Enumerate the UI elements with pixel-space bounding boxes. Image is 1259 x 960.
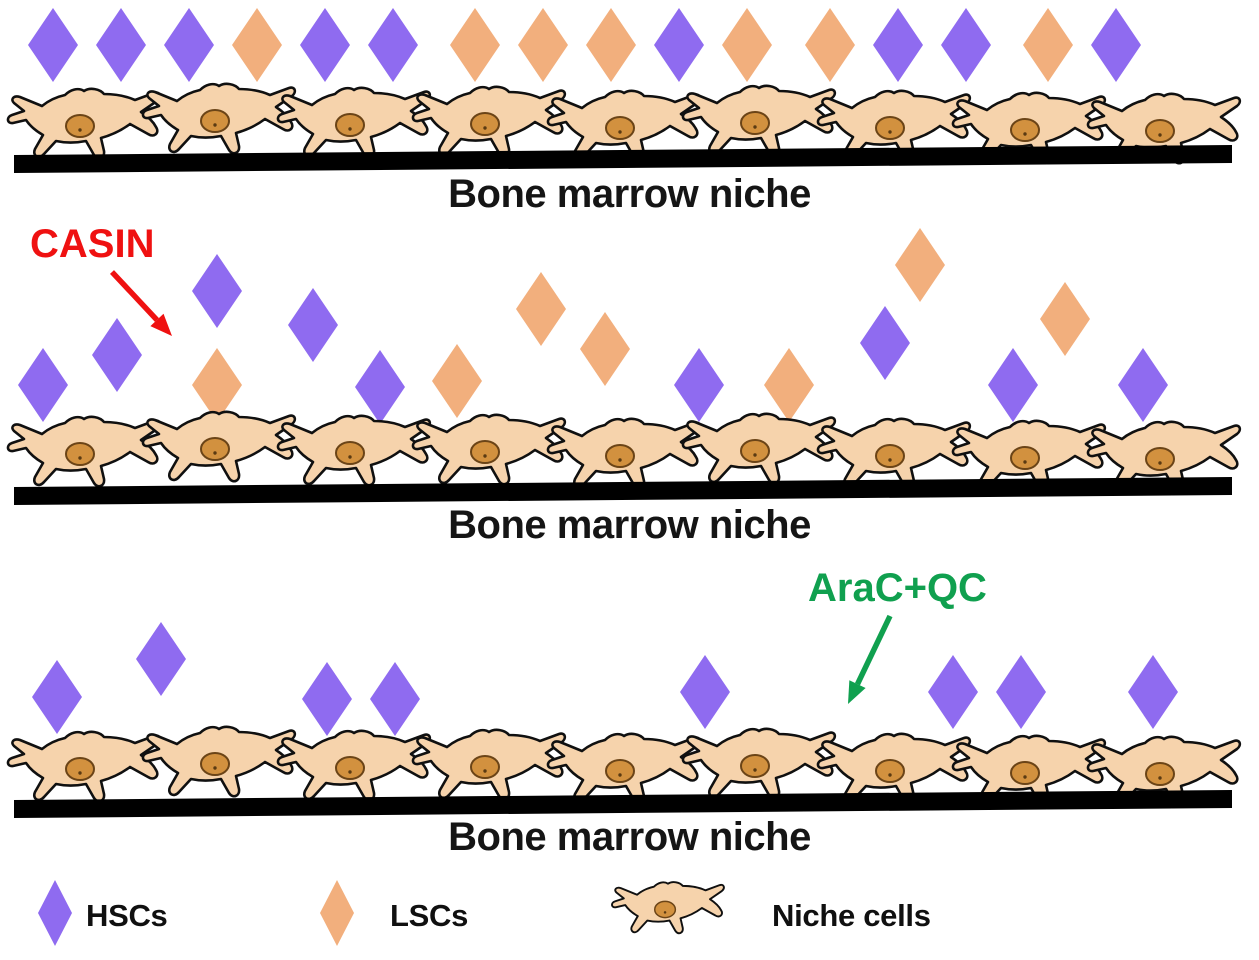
niche-cell	[411, 726, 567, 804]
hsc-diamond	[192, 254, 242, 328]
hsc-diamond	[300, 8, 350, 82]
hsc-diamond	[96, 8, 146, 82]
lsc-diamond	[895, 228, 945, 302]
niche-cell	[411, 411, 567, 489]
niche-cell	[276, 727, 432, 805]
hsc-diamond	[28, 8, 78, 82]
niche-cell	[546, 730, 702, 808]
lsc-diamond	[805, 8, 855, 82]
niche-cell	[411, 83, 567, 161]
hsc-diamond	[164, 8, 214, 82]
niche-cell	[6, 728, 162, 806]
hsc-diamond	[654, 8, 704, 82]
niche-cell	[816, 730, 972, 808]
niche-cell	[681, 410, 837, 488]
lsc-diamond	[580, 312, 630, 386]
lsc-diamond	[722, 8, 772, 82]
hsc-diamond	[355, 350, 405, 424]
hsc-diamond	[680, 655, 730, 729]
lsc-diamond	[1040, 282, 1090, 356]
bone-marrow-niche-label: Bone marrow niche	[448, 815, 811, 859]
niche-cell	[6, 85, 162, 163]
lsc-diamond	[516, 272, 566, 346]
lsc-diamond	[586, 8, 636, 82]
lsc-diamond	[518, 8, 568, 82]
bone-marrow-niche-label: Bone marrow niche	[448, 172, 811, 216]
hsc-diamond	[92, 318, 142, 392]
bone-marrow-niche-label: Bone marrow niche	[448, 503, 811, 547]
hsc-diamond	[370, 662, 420, 736]
legend-hsc-diamond-icon	[38, 880, 72, 946]
hsc-diamond	[1091, 8, 1141, 82]
niche-cell	[951, 417, 1107, 495]
hsc-diamond	[1118, 348, 1168, 422]
niche-cell	[141, 723, 297, 801]
niche-cell	[6, 413, 162, 491]
legend-label-hscs: HSCs	[86, 898, 168, 933]
treatment-label-casin: CASIN	[30, 222, 155, 266]
niche-cell	[681, 725, 837, 803]
hsc-diamond	[674, 348, 724, 422]
bone-marrow-bar	[0, 145, 1259, 179]
niche-cell	[546, 415, 702, 493]
hsc-diamond	[32, 660, 82, 734]
lsc-diamond	[232, 8, 282, 82]
hsc-diamond	[368, 8, 418, 82]
treatment-label-arac-qc: AraC+QC	[808, 566, 987, 610]
treatment-arrow-icon	[828, 596, 910, 724]
bone-marrow-bar	[0, 477, 1259, 511]
niche-cell	[276, 84, 432, 162]
hsc-diamond	[988, 348, 1038, 422]
hsc-diamond	[941, 8, 991, 82]
hsc-diamond	[860, 306, 910, 380]
legend-label-niche-cells: Niche cells	[772, 898, 931, 933]
hsc-diamond	[136, 622, 186, 696]
lsc-diamond	[450, 8, 500, 82]
niche-cell	[681, 82, 837, 160]
hsc-diamond	[288, 288, 338, 362]
lsc-diamond	[192, 348, 242, 422]
hsc-diamond	[302, 662, 352, 736]
niche-cell	[276, 412, 432, 490]
lsc-diamond	[1023, 8, 1073, 82]
niche-cell	[141, 80, 297, 158]
legend-label-lscs: LSCs	[390, 898, 469, 933]
niche-cell	[816, 87, 972, 165]
lsc-diamond	[432, 344, 482, 418]
bone-marrow-bar	[0, 790, 1259, 824]
legend-niche-cell-icon	[611, 878, 725, 938]
hsc-diamond	[996, 655, 1046, 729]
hsc-diamond	[928, 655, 978, 729]
treatment-arrow-icon	[92, 252, 192, 356]
niche-cell	[141, 408, 297, 486]
hsc-diamond	[1128, 655, 1178, 729]
lsc-diamond	[764, 348, 814, 422]
hsc-diamond	[873, 8, 923, 82]
legend-lsc-diamond-icon	[320, 880, 354, 946]
hsc-diamond	[18, 348, 68, 422]
niche-cell	[816, 415, 972, 493]
